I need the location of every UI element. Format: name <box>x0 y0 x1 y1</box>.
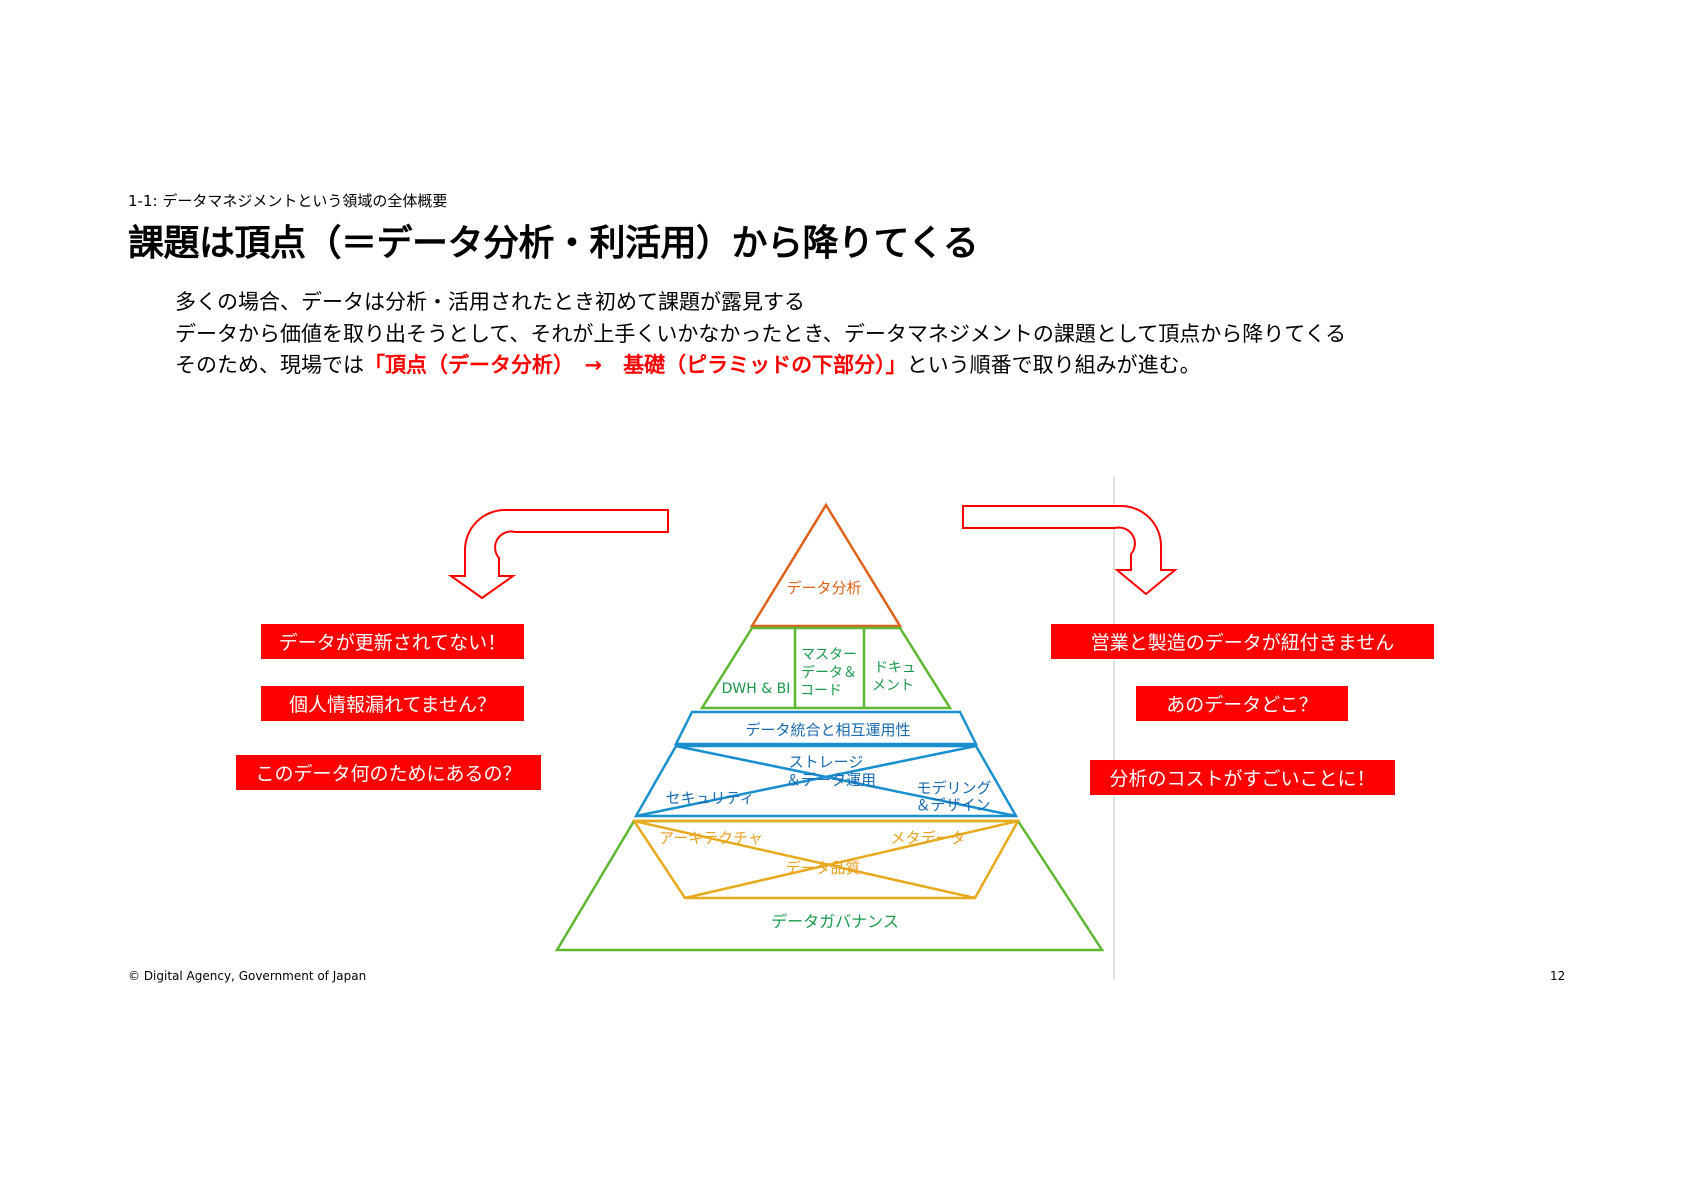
copyright: © Digital Agency, Government of Japan <box>128 969 367 983</box>
pyramid-label-quality: データ品質 <box>785 859 860 877</box>
tier-4-diagonal-1 <box>675 744 1017 818</box>
pyramid-label-integration: データ統合と相互運用性 <box>745 721 910 739</box>
pyramid-label-master-3: コード <box>800 683 842 699</box>
pyramid-label-dwh: DWH & BI <box>722 681 791 697</box>
pyramid-label-analysis: データ分析 <box>786 579 861 597</box>
pyramid-label-master-1: マスター <box>801 647 857 663</box>
section-label: 1-1: データマネジメントという領域の全体概要 <box>128 192 448 210</box>
pyramid-tier-2 <box>699 626 953 710</box>
pyramid-label-storage-2: ＆データ運用 <box>786 771 876 789</box>
left-issue-3: このデータ何のためにあるの？ <box>236 755 541 790</box>
yellow-diagonal-1 <box>633 819 976 900</box>
right-down-arrow-icon <box>962 505 1178 596</box>
body-line-3: そのため、現場では「頂点（データ分析） → 基礎（ピラミッドの下部分）」という順… <box>175 349 1201 379</box>
left-down-arrow-icon <box>447 509 669 600</box>
tier-4-diagonal-2 <box>635 744 977 818</box>
right-issue-3: 分析のコストがすごいことに！ <box>1090 760 1395 795</box>
pyramid-label-architecture: アーキテクチャ <box>659 829 763 847</box>
pyramid-label-doc-1: ドキュ <box>874 660 916 676</box>
left-issue-2: 個人情報漏れてません？ <box>261 686 524 721</box>
body-line-2: データから価値を取り出そうとして、それが上手くいかなかったとき、データマネジメン… <box>175 322 1347 346</box>
page-title: 課題は頂点（＝データ分析・利活用）から降りてくる <box>128 223 979 264</box>
right-issue-1: 営業と製造のデータが紐付きません <box>1051 624 1434 659</box>
left-issue-1: データが更新されてない！ <box>261 624 524 659</box>
body-line-1: 多くの場合、データは分析・活用されたとき初めて課題が露見する <box>175 290 805 314</box>
pyramid-label-master-2: データ＆ <box>801 664 857 681</box>
pyramid-label-metadata: メタデータ <box>890 829 965 847</box>
pyramid-label-modeling-2: ＆デザイン <box>915 796 990 814</box>
pyramid-label-modeling-1: モデリング <box>916 779 991 797</box>
page-number: 12 <box>1550 969 1566 983</box>
yellow-diagonal-2 <box>684 819 1019 900</box>
right-issue-2: あのデータどこ？ <box>1136 686 1348 721</box>
pyramid-label-governance: データガバナンス <box>771 912 899 931</box>
pyramid-label-storage-1: ストレージ <box>789 753 864 771</box>
body-line-3-suffix: という順番で取り組みが進む。 <box>906 353 1201 377</box>
pyramid-label-doc-2: メント <box>872 678 914 694</box>
pyramid-top-tier <box>749 502 903 628</box>
body-line-3-highlight: 「頂点（データ分析） → 基礎（ピラミッドの下部分）」 <box>364 353 907 377</box>
body-line-3-prefix: そのため、現場では <box>175 353 364 377</box>
pyramid-tier-3 <box>673 710 979 746</box>
pyramid-label-security: セキュリティ <box>665 789 754 807</box>
